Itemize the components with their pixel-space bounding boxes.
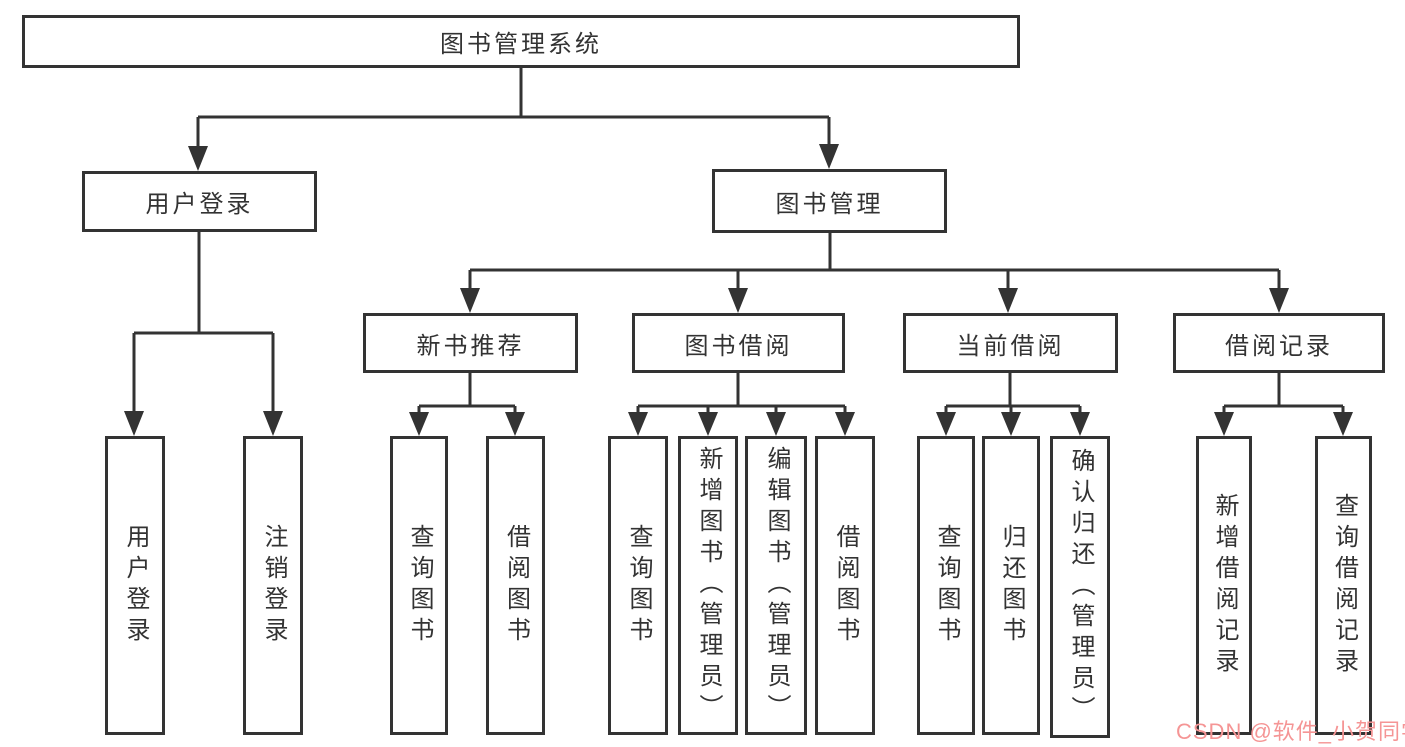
leaf-return-book: 归还图书 [982, 436, 1040, 735]
leaf-query-book-borrow: 查询图书 [608, 436, 668, 735]
node-book-borrow: 图书借阅 [632, 313, 845, 373]
leaf-user-login: 用户登录 [105, 436, 165, 735]
leaf-add-book-admin: 新增图书（管理员） [678, 436, 738, 735]
leaf-edit-book-admin: 编辑图书（管理员） [745, 436, 807, 735]
leaf-confirm-return-admin: 确认归还（管理员） [1050, 436, 1110, 738]
node-new-book-recommend: 新书推荐 [363, 313, 578, 373]
leaf-logout: 注销登录 [243, 436, 303, 735]
node-current-borrow: 当前借阅 [903, 313, 1118, 373]
node-user-login: 用户登录 [82, 171, 317, 232]
leaf-query-book-recommend: 查询图书 [390, 436, 448, 735]
node-book-management: 图书管理 [712, 169, 947, 233]
leaf-query-borrow-record: 查询借阅记录 [1315, 436, 1372, 735]
watermark: CSDN @软件_小贺同学 [1176, 719, 1405, 744]
leaf-borrow-book-recommend: 借阅图书 [486, 436, 545, 735]
leaf-borrow-book: 借阅图书 [815, 436, 875, 735]
node-library-system: 图书管理系统 [22, 15, 1020, 68]
leaf-add-borrow-record: 新增借阅记录 [1196, 436, 1252, 735]
node-borrow-records: 借阅记录 [1173, 313, 1385, 373]
leaf-query-book-current: 查询图书 [917, 436, 975, 735]
